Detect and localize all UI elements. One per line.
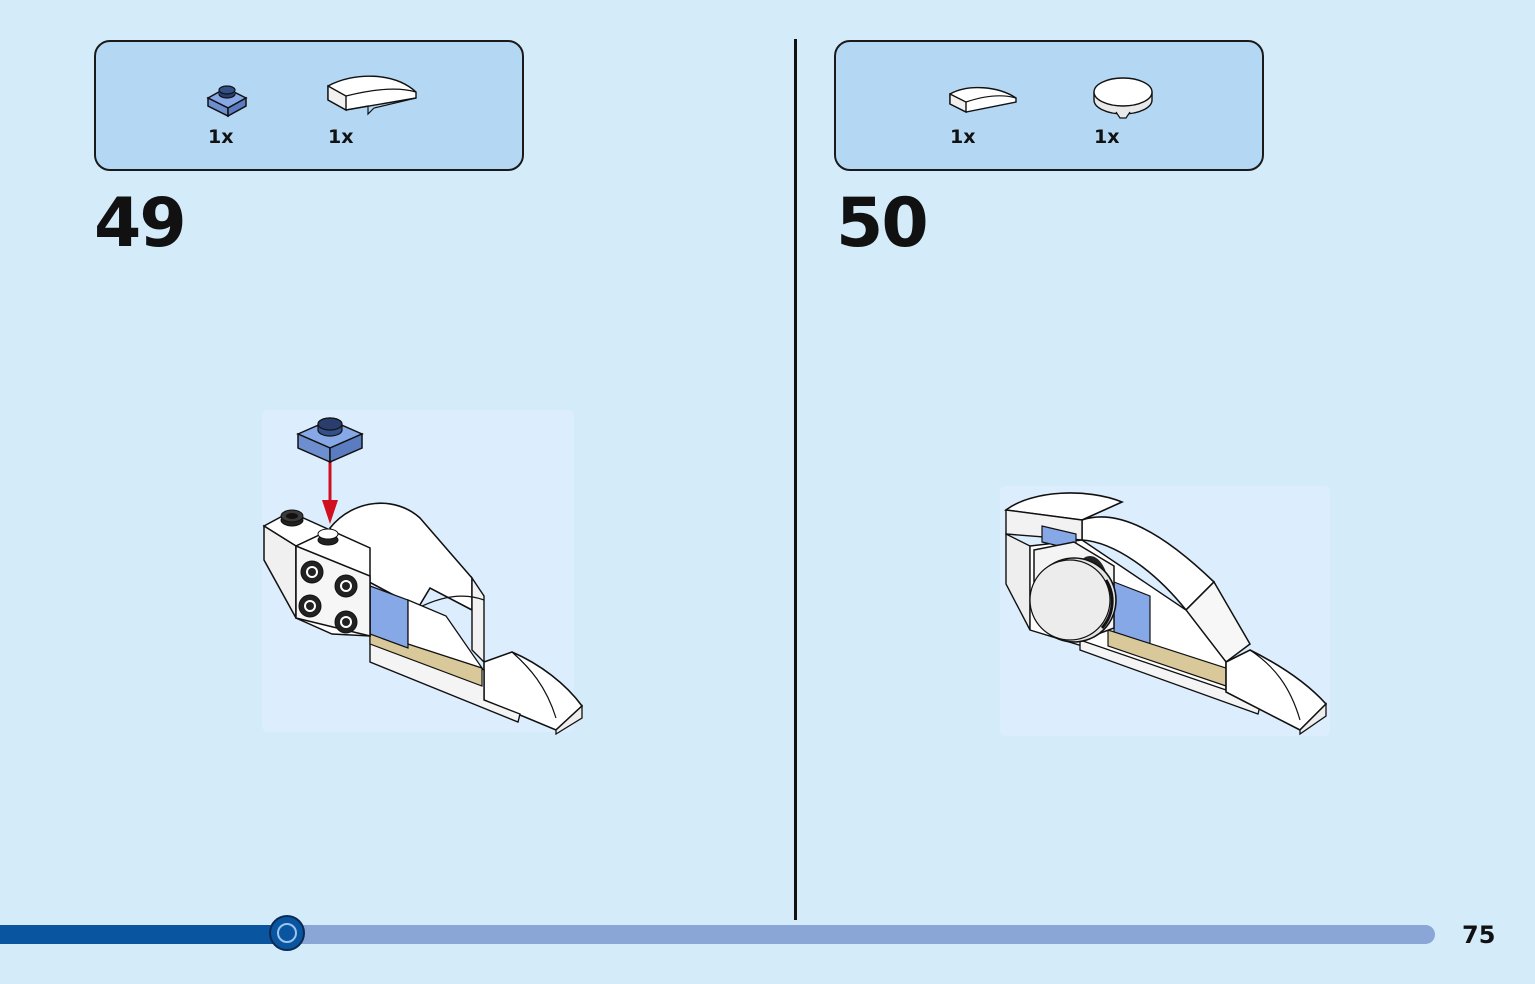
white-curved-slope-icon xyxy=(327,75,417,116)
white-round-tile-icon xyxy=(1093,77,1153,119)
step-number: 50 xyxy=(836,184,929,263)
step-50-model-illustration xyxy=(1003,492,1328,736)
step-number: 49 xyxy=(94,184,187,263)
parts-list-step-50: 1x 1x xyxy=(834,40,1264,171)
blue-round-plate-1x1-icon xyxy=(206,85,248,118)
part-quantity: 1x xyxy=(950,126,976,148)
white-curved-slope-small-icon xyxy=(949,86,1017,114)
progress-knob xyxy=(269,915,305,951)
page-number: 75 xyxy=(1462,921,1496,949)
progress-track xyxy=(0,925,1435,944)
part-quantity: 1x xyxy=(328,126,354,148)
parts-list-step-49: 1x 1x xyxy=(94,40,524,171)
part-quantity: 1x xyxy=(208,126,234,148)
part-quantity: 1x xyxy=(1094,126,1120,148)
progress-fill xyxy=(0,925,287,944)
step-divider xyxy=(794,39,797,920)
step-49-model-illustration xyxy=(262,417,584,736)
